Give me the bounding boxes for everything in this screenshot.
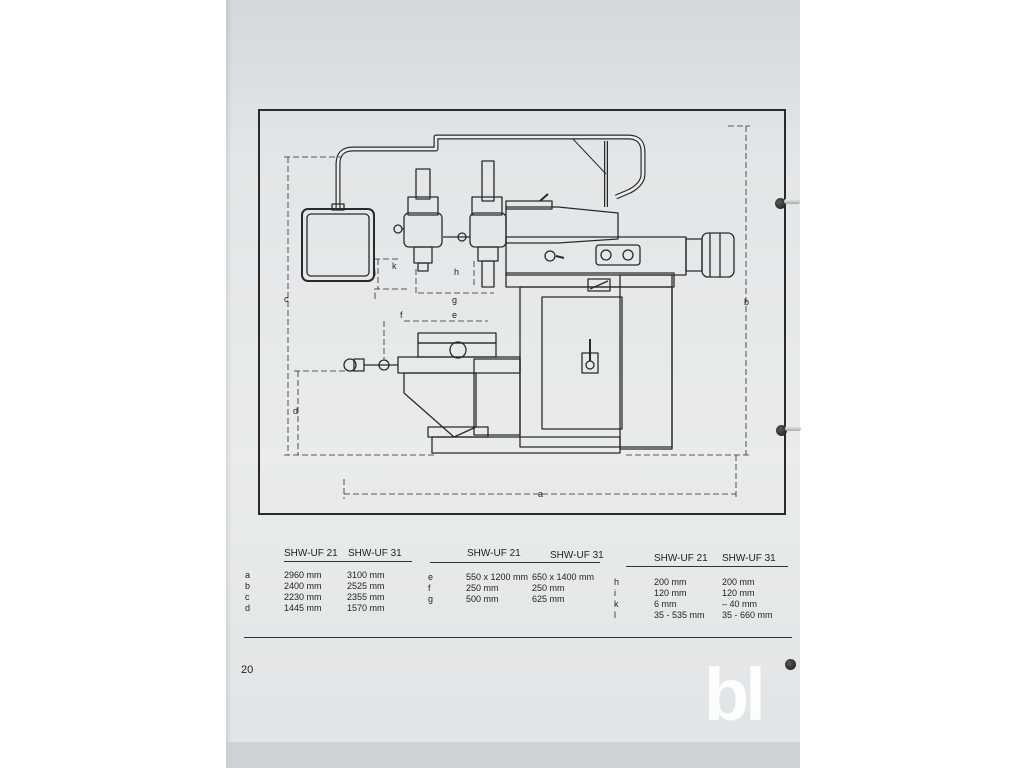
machine-table bbox=[343, 332, 621, 454]
table3-header-uf31: SHW-UF 31 bbox=[722, 553, 776, 564]
dimension-label-d: d bbox=[293, 406, 298, 416]
page-edge-shadow bbox=[226, 0, 232, 768]
table2-header-uf21: SHW-UF 21 bbox=[467, 548, 521, 559]
table-row-label: h bbox=[614, 577, 620, 587]
table-row-label: b bbox=[245, 581, 251, 591]
table-cell: 2355 mm bbox=[347, 592, 385, 602]
table-row-label: l bbox=[614, 610, 616, 620]
binder-ring-middle bbox=[785, 426, 801, 431]
table-cell: 550 x 1200 mm bbox=[466, 572, 529, 582]
dimension-label-a: a bbox=[538, 489, 543, 499]
table-cell: 1445 mm bbox=[284, 603, 322, 613]
table-cell: 2525 mm bbox=[347, 581, 385, 591]
table-cell: 250 mm bbox=[466, 583, 499, 593]
watermark-logo: bl bbox=[704, 653, 766, 736]
table-row-label: i bbox=[614, 588, 616, 598]
dimension-label-c: c bbox=[284, 294, 289, 304]
table-cell: 200 mm bbox=[722, 577, 755, 587]
spindle-heads bbox=[393, 160, 507, 288]
table-row-label: g bbox=[428, 594, 434, 604]
milling-machine-drawing: c d b a e f g h i k l bbox=[284, 125, 750, 499]
dimension-label-g: g bbox=[452, 295, 457, 305]
dimension-label-i: i bbox=[374, 268, 376, 278]
table-row-label: a bbox=[245, 570, 251, 580]
footer-rule bbox=[244, 637, 792, 638]
table-cell: 35 - 660 mm bbox=[722, 610, 773, 620]
table1-header-uf31: SHW-UF 31 bbox=[348, 548, 402, 559]
table1-header-rule bbox=[284, 561, 412, 562]
table-cell: 1570 mm bbox=[347, 603, 385, 613]
head-housing bbox=[505, 193, 619, 244]
machine-column bbox=[505, 236, 687, 450]
table-cell: 35 - 535 mm bbox=[654, 610, 705, 620]
dimension-label-k: k bbox=[392, 261, 397, 271]
table-cell: 650 x 1400 mm bbox=[532, 572, 595, 582]
dimension-label-f: f bbox=[400, 310, 403, 320]
page-number: 20 bbox=[241, 664, 254, 676]
document-page bbox=[226, 0, 800, 768]
spindle-motor bbox=[685, 232, 735, 278]
binder-hole-middle bbox=[776, 425, 787, 436]
table-cell: 6 mm bbox=[654, 599, 677, 609]
dimension-label-l: l bbox=[374, 291, 376, 301]
table3-header-uf21: SHW-UF 21 bbox=[654, 553, 708, 564]
table-cell: 200 mm bbox=[654, 577, 687, 587]
table-cell: 120 mm bbox=[722, 588, 755, 598]
table-cell: 3100 mm bbox=[347, 570, 385, 580]
table-row-label: d bbox=[245, 603, 251, 613]
table2-header-uf31: SHW-UF 31 bbox=[550, 550, 604, 561]
table-cell: 2230 mm bbox=[284, 592, 322, 602]
table-cell: 2400 mm bbox=[284, 581, 322, 591]
binder-hole-bottom bbox=[785, 659, 796, 670]
table-cell: 120 mm bbox=[654, 588, 687, 598]
table-cell: 625 mm bbox=[532, 594, 565, 604]
page-bottom-edge bbox=[226, 742, 800, 768]
table3-header-rule bbox=[626, 566, 788, 567]
drawing-frame bbox=[258, 109, 786, 515]
table-row-label: f bbox=[428, 583, 431, 593]
control-pendant bbox=[301, 203, 375, 282]
table-cell: – 40 mm bbox=[722, 599, 758, 609]
dimension-lines bbox=[284, 125, 750, 499]
table-cell: 500 mm bbox=[466, 594, 499, 604]
table2-header-rule bbox=[430, 562, 600, 563]
table-cell: 2960 mm bbox=[284, 570, 322, 580]
table-row-label: e bbox=[428, 572, 434, 582]
binder-ring-top bbox=[784, 199, 800, 204]
dimension-label-h: h bbox=[454, 267, 459, 277]
dimension-label-e: e bbox=[452, 310, 457, 320]
dimension-label-b: b bbox=[744, 297, 749, 307]
table-row-label: k bbox=[614, 599, 619, 609]
dimension-labels: c d b a e f g h i k l bbox=[284, 261, 749, 499]
table1-header-uf21: SHW-UF 21 bbox=[284, 548, 338, 559]
table-row-label: c bbox=[245, 592, 250, 602]
binder-hole-top bbox=[775, 198, 786, 209]
table-cell: 250 mm bbox=[532, 583, 565, 593]
pendant-arm bbox=[335, 134, 646, 209]
